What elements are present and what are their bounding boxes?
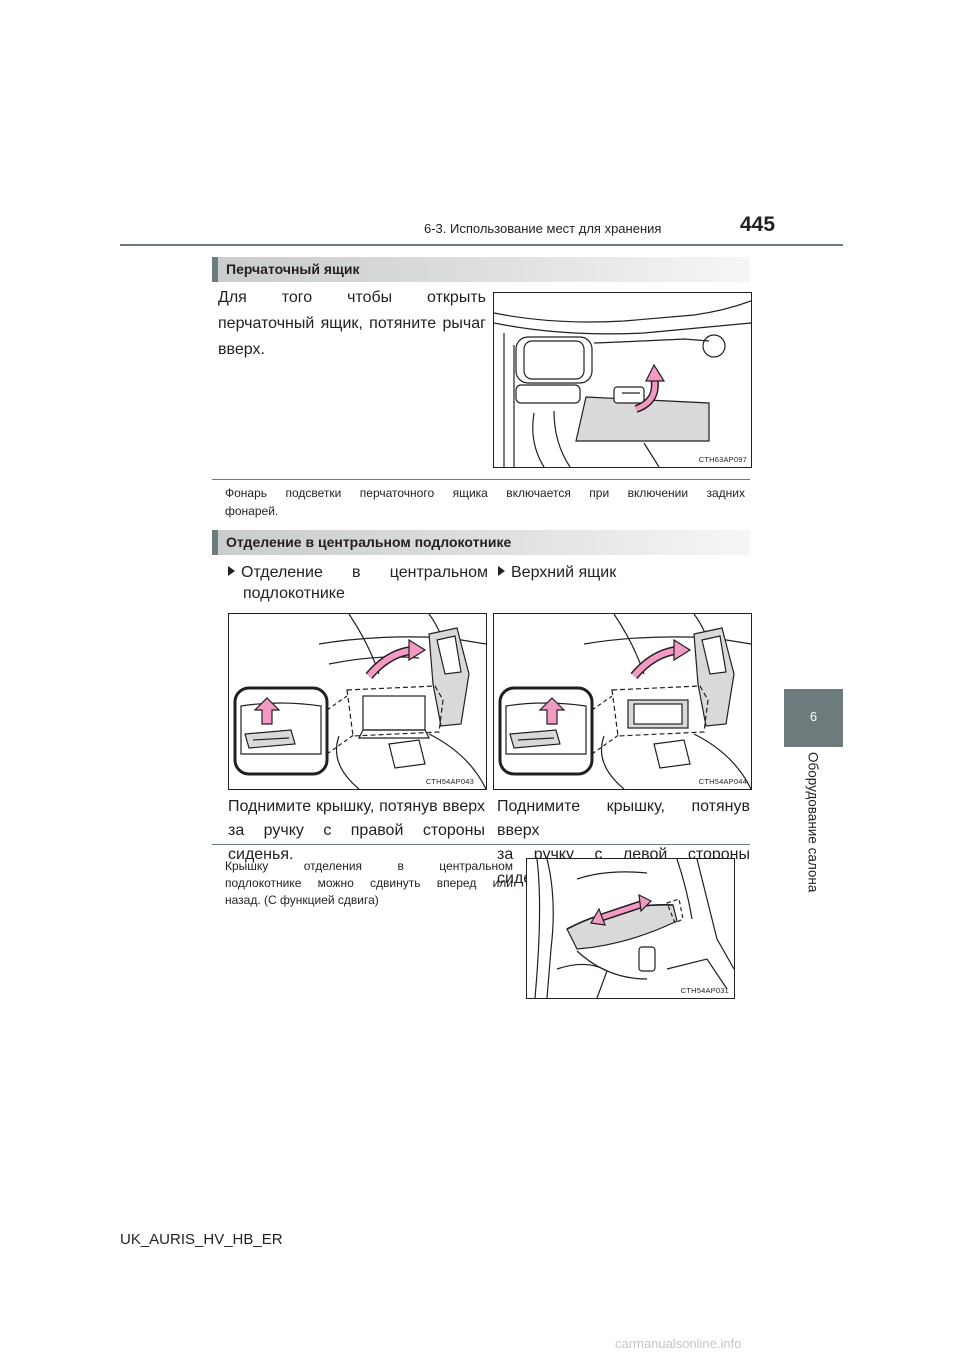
section-rule bbox=[212, 844, 750, 845]
image-code: CTH54AP044 bbox=[698, 777, 747, 786]
section-heading-glovebox: Перчаточный ящик bbox=[212, 257, 750, 282]
footer-model-code: UK_AURIS_HV_HB_ER bbox=[120, 1231, 283, 1248]
image-code: CTH54AP043 bbox=[425, 777, 474, 786]
page-number: 445 bbox=[740, 213, 776, 236]
caption-line: Поднимите крышку, потянув вверх bbox=[497, 798, 750, 839]
running-header-section: 6-3. Использование мест для хранения bbox=[424, 221, 662, 236]
bullet-upper-box: Верхний ящик bbox=[498, 562, 748, 583]
glovebox-note-line: фонарей. bbox=[225, 504, 279, 518]
glovebox-instruction-line: вверх. bbox=[218, 341, 265, 358]
console-slide-note-line: назад. (С функцией сдвига) bbox=[225, 893, 379, 907]
chapter-tab-number: 6 bbox=[809, 709, 818, 724]
bullet-text: Отделение в центральном bbox=[241, 564, 488, 581]
console-slide-note-line: подлокотнике можно сдвинуть вперед или bbox=[225, 876, 513, 890]
image-code: CTH63AP097 bbox=[698, 455, 747, 464]
section-rule bbox=[212, 479, 750, 480]
section-heading-mark bbox=[212, 257, 218, 282]
up-arrow-icon bbox=[253, 697, 281, 725]
glovebox-instruction-line: перчаточный ящик, потяните рычаг bbox=[218, 315, 486, 332]
image-code: CTH54AP031 bbox=[680, 986, 729, 995]
up-arrow-icon bbox=[538, 697, 566, 725]
bullet-text: Верхний ящик bbox=[511, 564, 617, 581]
caption-console-box: Поднимите крышку, потянув вверх за ручку… bbox=[228, 795, 485, 867]
bullet-console-box: Отделение в центральном подлокотнике bbox=[228, 562, 488, 604]
glovebox-instruction: Для того чтобы открыть перчаточный ящик,… bbox=[218, 285, 486, 363]
bullet-text: подлокотнике bbox=[243, 585, 345, 602]
glovebox-note: Фонарь подсветки перчаточного ящика вклю… bbox=[225, 484, 745, 520]
glovebox-note-line: Фонарь подсветки перчаточного ящика вклю… bbox=[225, 486, 745, 500]
bullet-triangle-icon bbox=[498, 566, 505, 576]
chapter-side-title-text: Оборудование салона bbox=[805, 752, 821, 893]
console-slide-note: Крышку отделения в центральном подлокотн… bbox=[225, 858, 513, 909]
bullet-triangle-icon bbox=[228, 566, 235, 576]
chapter-tab bbox=[784, 689, 843, 747]
section-heading-mark bbox=[212, 530, 218, 555]
console-box-illustration: CTH54AP043 bbox=[228, 613, 487, 790]
console-slide-illustration: CTH54AP031 bbox=[526, 858, 735, 999]
chapter-side-title: Оборудование салона bbox=[768, 752, 858, 962]
watermark: carmanualsonline.info bbox=[615, 1336, 742, 1351]
glovebox-instruction-line: Для того чтобы открыть bbox=[218, 289, 486, 306]
double-arrow-icon bbox=[596, 900, 646, 922]
section-heading-title: Перчаточный ящик bbox=[226, 261, 360, 277]
glovebox-illustration: CTH63AP097 bbox=[493, 292, 752, 468]
section-heading-console: Отделение в центральном подлокотнике bbox=[212, 530, 750, 555]
upper-box-illustration: CTH54AP044 bbox=[493, 613, 752, 790]
caption-line: Поднимите крышку, потянув вверх bbox=[228, 798, 485, 815]
caption-line: за ручку с правой стороны сиденья. bbox=[228, 822, 485, 863]
section-heading-title: Отделение в центральном подлокотнике bbox=[226, 534, 512, 550]
header-rule bbox=[120, 244, 843, 246]
console-slide-note-line: Крышку отделения в центральном bbox=[225, 859, 513, 873]
